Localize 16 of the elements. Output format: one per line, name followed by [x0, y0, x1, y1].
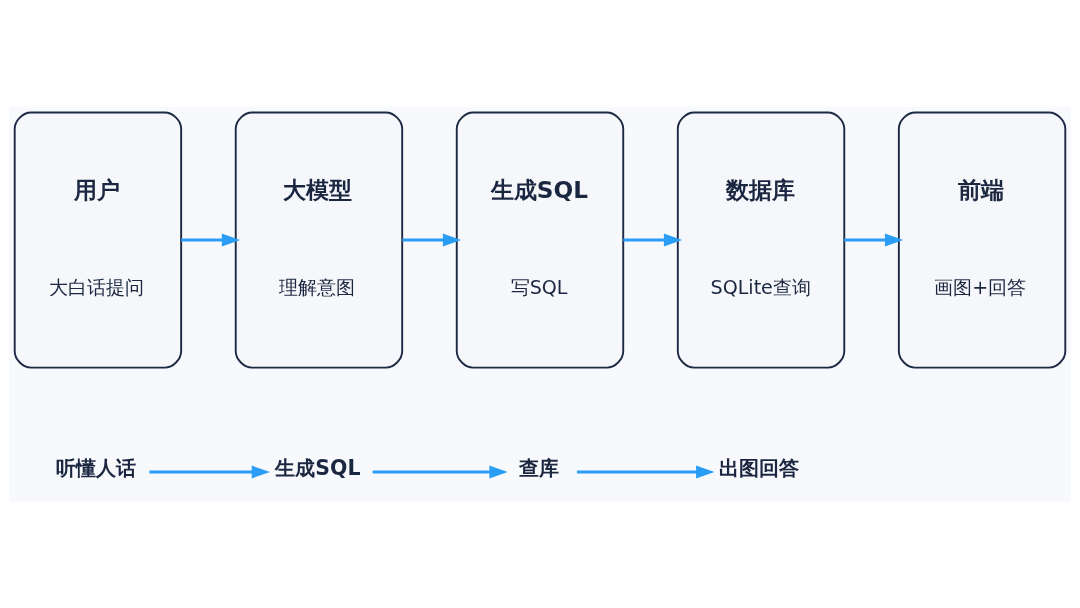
- node-box: 数据库 SQLite查询: [676, 111, 846, 369]
- arrow: [576, 465, 715, 478]
- node-text: 听懂人话: [56, 455, 137, 480]
- node-text: 查库: [518, 455, 559, 480]
- arrow: [623, 233, 683, 246]
- arrow: [149, 465, 270, 478]
- node-box: 生成SQL 写SQL: [455, 111, 625, 369]
- node-box: 大模型 理解意图: [234, 111, 404, 369]
- arrow: [402, 233, 462, 246]
- node-text: 出图回答: [719, 455, 800, 480]
- arrow: [844, 233, 904, 246]
- arrow: [181, 233, 241, 246]
- arrow: [372, 465, 508, 478]
- node-box: 前端 画图+回答: [897, 111, 1067, 369]
- node-box: 用户 大白话提问: [13, 111, 183, 369]
- node-text: 生成SQL: [275, 455, 361, 480]
